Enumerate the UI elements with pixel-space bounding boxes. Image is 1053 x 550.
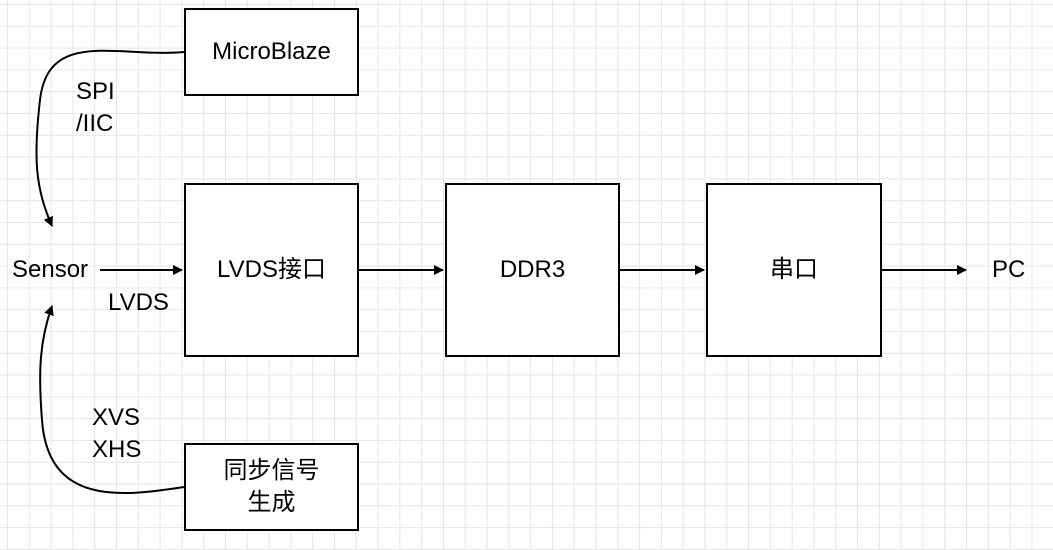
lvds-edge-label: LVDS	[108, 289, 169, 316]
spi-label: SPI	[76, 78, 115, 105]
arrow-sync-to-sensor	[39, 305, 185, 494]
ddr3-label: DDR3	[499, 256, 566, 283]
sync-gen-label-line2: 生成	[247, 489, 296, 516]
spi-iic-edge-label: SPI /IIC	[76, 76, 115, 140]
lvds-interface-label: LVDS接口	[217, 256, 326, 283]
serial-port-block: 串口	[706, 183, 882, 357]
iic-label: /IIC	[76, 110, 114, 137]
lvds-interface-block: LVDS接口	[184, 183, 359, 357]
ddr3-block: DDR3	[445, 183, 620, 357]
xvs-xhs-edge-label: XVS XHS	[92, 402, 141, 466]
xvs-label: XVS	[92, 404, 141, 431]
sensor-label: Sensor	[12, 256, 89, 283]
sync-gen-label-line1: 同步信号	[223, 457, 320, 484]
sync-signal-generation-block: 同步信号 生成	[184, 443, 359, 531]
microblaze-label: MicroBlaze	[212, 38, 331, 65]
arrow-microblaze-to-sensor	[35, 49, 185, 227]
xhs-label: XHS	[92, 436, 142, 463]
pc-label: PC	[992, 256, 1026, 283]
serial-port-label: 串口	[770, 256, 818, 283]
microblaze-block: MicroBlaze	[184, 8, 359, 96]
